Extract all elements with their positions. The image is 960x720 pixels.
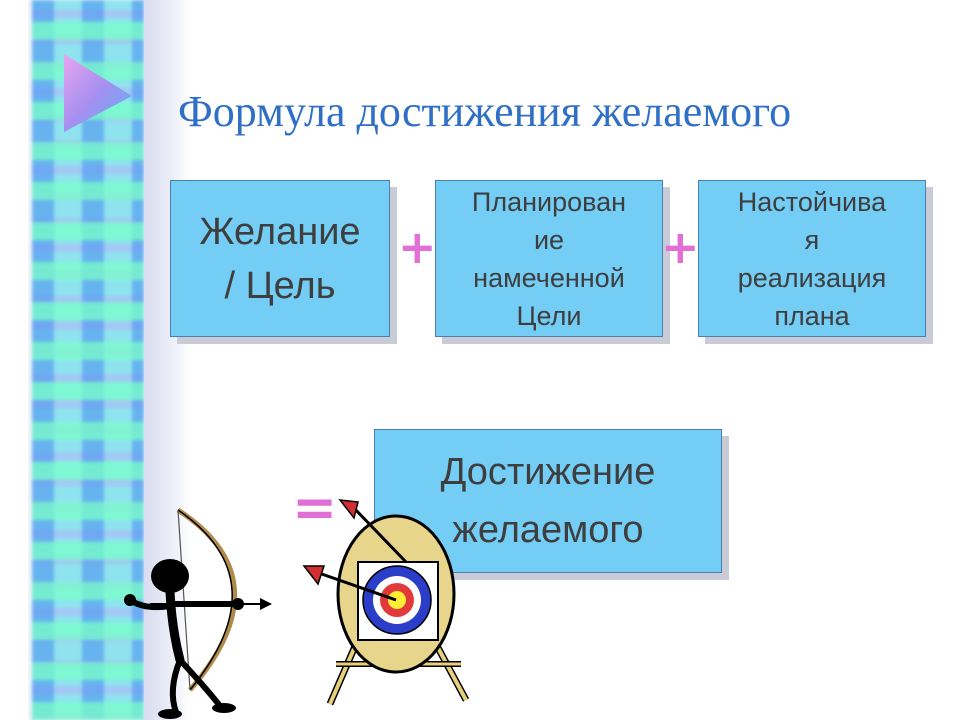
box2-line3: намеченной	[473, 262, 625, 293]
box3-line2: я	[804, 224, 820, 255]
slide-title: Формула достижения желаемого	[178, 87, 792, 136]
planning-box: Планирован ие намеченной Цели	[435, 180, 663, 337]
box2-line2: ие	[533, 224, 565, 255]
box1-line1: Желание	[199, 210, 361, 253]
equals-sign: =	[292, 476, 338, 539]
box3-line3: реализация	[737, 262, 887, 293]
box2-line1: Планирован	[471, 186, 627, 217]
achievement-box: Достижение желаемого	[374, 429, 722, 573]
box4-line1: Достижение	[440, 451, 656, 493]
archer-icon	[124, 507, 272, 719]
box3-line1: Настойчива	[737, 186, 887, 217]
box4-line2: желаемого	[452, 509, 644, 551]
plus-sign-2: +	[661, 220, 700, 274]
triangle-icon	[64, 54, 132, 132]
desire-goal-box: Желание / Цель	[170, 180, 390, 337]
box1-line2: / Цель	[224, 264, 336, 307]
persistence-box: Настойчива я реализация плана	[698, 180, 926, 337]
box3-line4: плана	[774, 300, 850, 331]
target-icon	[302, 499, 470, 706]
box2-line4: Цели	[516, 300, 582, 331]
plus-sign-1: +	[398, 220, 437, 274]
